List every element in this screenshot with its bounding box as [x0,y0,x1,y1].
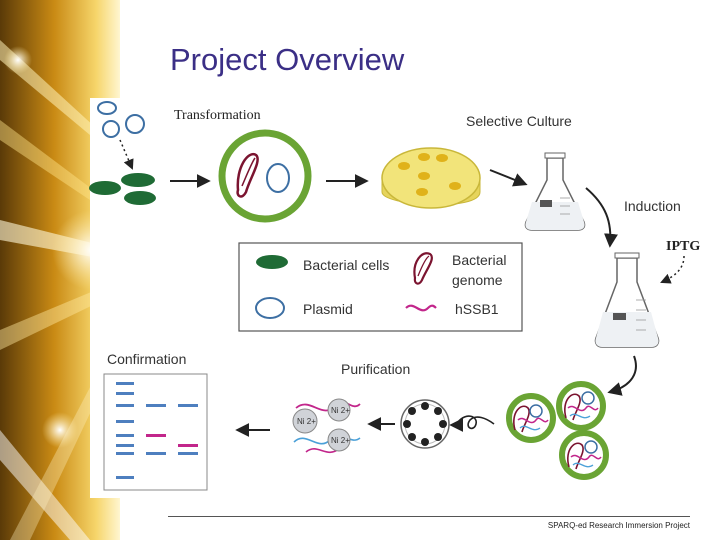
legend-bacterial-genome-label-line1: Bacterial [452,252,506,268]
step-label-transformation: Transformation [174,108,261,123]
expressing-cell-1 [506,393,556,443]
arrow-to-flask-1 [489,169,528,187]
dotted-arrow-to-cells [119,139,134,170]
gel-lane-2-bands [146,404,166,455]
reagent-label-iptg: IPTG [666,239,700,254]
input-bacterial-cells [89,173,156,205]
nickel-label-3: Ni 2+ [331,436,350,445]
nickel-label-1: Ni 2+ [297,417,316,426]
legend-box: Bacterial cells Bacterial genome Plasmid… [238,242,523,332]
sds-page-gel [103,373,208,491]
slide-title: Project Overview [170,42,405,77]
legend-plasmid-label: Plasmid [303,301,353,317]
legend-bacterial-genome-symbol [413,252,433,285]
agar-plate-with-colonies [381,147,481,209]
gel-ladder-bands [116,382,134,479]
legend-bacterial-cells-label: Bacterial cells [303,257,389,273]
transformed-cell [218,129,312,223]
legend-bacterial-cell-symbol [256,255,288,269]
nickel-label-2: Ni 2+ [331,406,350,415]
footer-credit: SPARQ-ed Research Immersion Project [547,521,690,530]
nickel-bound-protein: Ni 2+ Ni 2+ Ni 2+ [292,398,361,454]
step-label-selective-culture: Selective Culture [466,113,572,129]
curved-arrow-induction [585,187,618,248]
dotted-arrow-iptg [660,255,685,284]
nickel-affinity-column [400,399,450,449]
hssb1-expressing-cells [506,381,609,480]
curved-arrow-to-expressing-cells [607,355,637,396]
step-label-confirmation: Confirmation [107,351,186,367]
gel-lane-3-bands [178,404,198,455]
legend-plasmid-symbol [255,297,285,319]
expressing-cell-2 [556,381,606,431]
culture-flask-1 [524,152,586,231]
legend-bacterial-genome-label-line2: genome [452,272,503,288]
culture-flask-2 [594,252,660,348]
released-hssb1-protein [457,415,495,430]
footer-divider [168,516,690,517]
expressing-cell-3 [559,430,609,480]
legend-hssb1-label: hSSB1 [455,301,499,317]
step-label-purification: Purification [341,361,410,377]
legend-hssb1-symbol [405,304,437,312]
input-plasmids [97,101,145,138]
step-label-induction: Induction [624,198,681,214]
